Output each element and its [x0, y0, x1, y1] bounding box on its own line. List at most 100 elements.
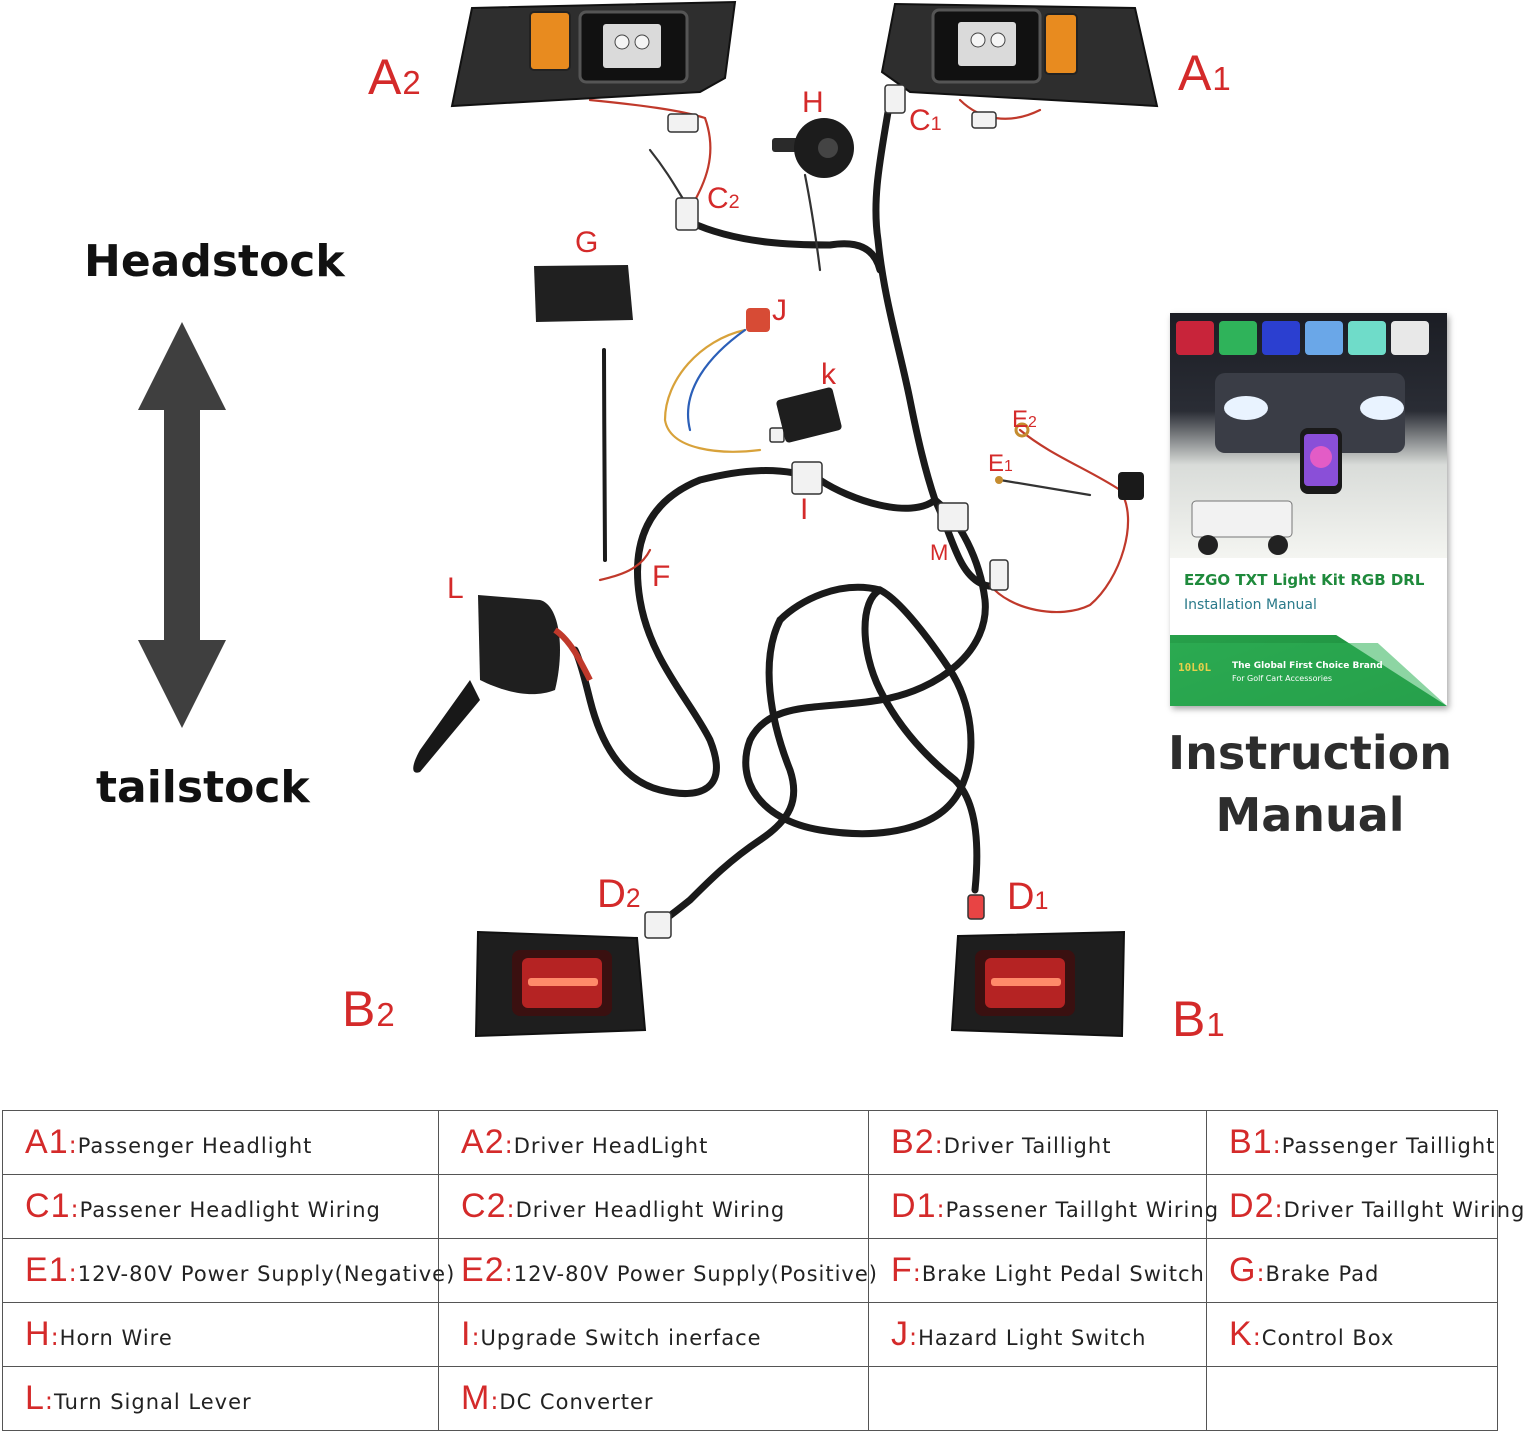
swatch-5 [1391, 321, 1429, 355]
legend-code: K [1229, 1315, 1253, 1353]
legend-code-index: 2 [484, 1251, 505, 1289]
taillight-b1 [950, 930, 1126, 1038]
legend-text: Brake Light Pedal Switch [921, 1262, 1205, 1286]
legend-text: Passenger Headlight [77, 1134, 313, 1158]
legend-code-index: 2 [1254, 1187, 1275, 1225]
brand-tagline-2: For Golf Cart Accessories [1232, 674, 1333, 683]
legend-code: A [461, 1123, 485, 1161]
legend-text: Driver Taillight [943, 1134, 1112, 1158]
legend-cell: A1:Passenger Headlight [2, 1110, 439, 1175]
label-d1: D1 [1007, 876, 1049, 918]
legend-code-index: 1 [48, 1123, 69, 1161]
control-box-k [776, 387, 842, 443]
label-c1: C1 [909, 104, 942, 137]
label-a1: A1 [1178, 45, 1232, 101]
legend-colon: : [912, 1259, 922, 1287]
legend-colon: : [936, 1195, 946, 1223]
legend-colon: : [44, 1387, 55, 1415]
turn-signal-lever-l [413, 595, 593, 773]
legend-cell: H:Horn Wire [2, 1302, 439, 1367]
label-i: I [800, 493, 809, 526]
legend-code: D [891, 1187, 917, 1225]
wire-e1-black [998, 478, 1092, 497]
legend-cell: D1:Passener Taillght Wiring [868, 1174, 1218, 1239]
legend-cell: J:Hazard Light Switch [868, 1302, 1207, 1367]
legend-cell: I:Upgrade Switch inerface [438, 1302, 869, 1367]
instruction-manual-cover: EZGO TXT Light Kit RGB DRL Installation … [1170, 313, 1447, 706]
wire-e2-red [988, 428, 1130, 614]
taillight-b2 [474, 930, 647, 1038]
legend-text: Driver Taillght Wiring [1283, 1198, 1525, 1222]
legend-text: Brake Pad [1265, 1262, 1380, 1286]
legend-cell: A2:Driver HeadLight [438, 1110, 869, 1175]
headlight-a1 [880, 2, 1159, 108]
legend-text: DC Converter [499, 1390, 654, 1414]
legend-cell: M:DC Converter [438, 1366, 869, 1431]
legend-colon: : [68, 1259, 78, 1287]
legend-code: B [1229, 1123, 1253, 1161]
horn-h [772, 118, 854, 178]
legend-colon: : [70, 1195, 80, 1223]
wire-g [602, 348, 607, 562]
legend-text: Turn Signal Lever [54, 1390, 252, 1414]
legend-code: M [461, 1379, 491, 1417]
legend-code-index: 2 [484, 1123, 505, 1161]
cable-d2 [651, 616, 798, 929]
label-f: F [652, 560, 671, 593]
cable-c1 [872, 108, 939, 504]
golf-cart-illustration [1191, 373, 1405, 555]
legend-row: L:Turn Signal Lever M:DC Converter [2, 1366, 1498, 1431]
thin-wires [588, 98, 1130, 614]
legend-code-index: 2 [486, 1187, 507, 1225]
legend-colon: : [934, 1131, 944, 1159]
manual-caption-line-1: Instruction [1167, 726, 1453, 780]
legend-colon: : [1256, 1259, 1266, 1287]
swatch-3 [1305, 321, 1343, 355]
legend-code-index: 1 [48, 1251, 69, 1289]
legend-code: L [25, 1379, 45, 1417]
connectors [644, 84, 1009, 939]
legend-cell: D2:Driver Taillght Wiring [1206, 1174, 1524, 1239]
legend-code: E [25, 1251, 49, 1289]
manual-color-swatches [1176, 321, 1429, 355]
brand-tagline-1: The Global First Choice Brand [1232, 661, 1383, 671]
double-arrow-icon [138, 322, 226, 728]
legend-code-index: 1 [1252, 1123, 1273, 1161]
legend-code: H [25, 1315, 51, 1353]
legend-cell: K:Control Box [1206, 1302, 1498, 1367]
legend-text: Hazard Light Switch [918, 1326, 1147, 1350]
legend-colon: : [50, 1323, 60, 1351]
label-d2: D2 [597, 872, 641, 916]
legend-code: G [1229, 1251, 1257, 1289]
legend-colon: : [471, 1323, 481, 1351]
legend-code: A [25, 1123, 49, 1161]
wire-f-red [598, 548, 652, 582]
wiring-diagram [138, 0, 1159, 1038]
legend-cell [1206, 1366, 1498, 1431]
legend-text: Driver Headlight Wiring [515, 1198, 786, 1222]
legend-colon: : [506, 1195, 516, 1223]
legend-colon: : [68, 1131, 78, 1159]
hazard-switch-j [746, 308, 770, 332]
label-b1: B1 [1172, 991, 1226, 1047]
legend-code: J [891, 1315, 909, 1353]
power-terminals [995, 422, 1144, 500]
legend-cell: G:Brake Pad [1206, 1238, 1498, 1303]
legend-text: Passener Taillght Wiring [945, 1198, 1220, 1222]
swatch-1 [1219, 321, 1257, 355]
legend-text: Passener Headlight Wiring [79, 1198, 381, 1222]
label-m: M [930, 540, 949, 565]
label-h: H [802, 86, 824, 119]
legend-text: Horn Wire [59, 1326, 173, 1350]
legend-colon: : [504, 1259, 514, 1287]
legend-cell: C2:Driver Headlight Wiring [438, 1174, 869, 1239]
axis-label-tailstock: tailstock [96, 762, 310, 813]
cable-mid [776, 583, 884, 624]
legend-colon: : [909, 1323, 919, 1351]
legend-cell: E2:12V-80V Power Supply(Positive) [438, 1238, 877, 1303]
legend-code: D [1229, 1187, 1255, 1225]
